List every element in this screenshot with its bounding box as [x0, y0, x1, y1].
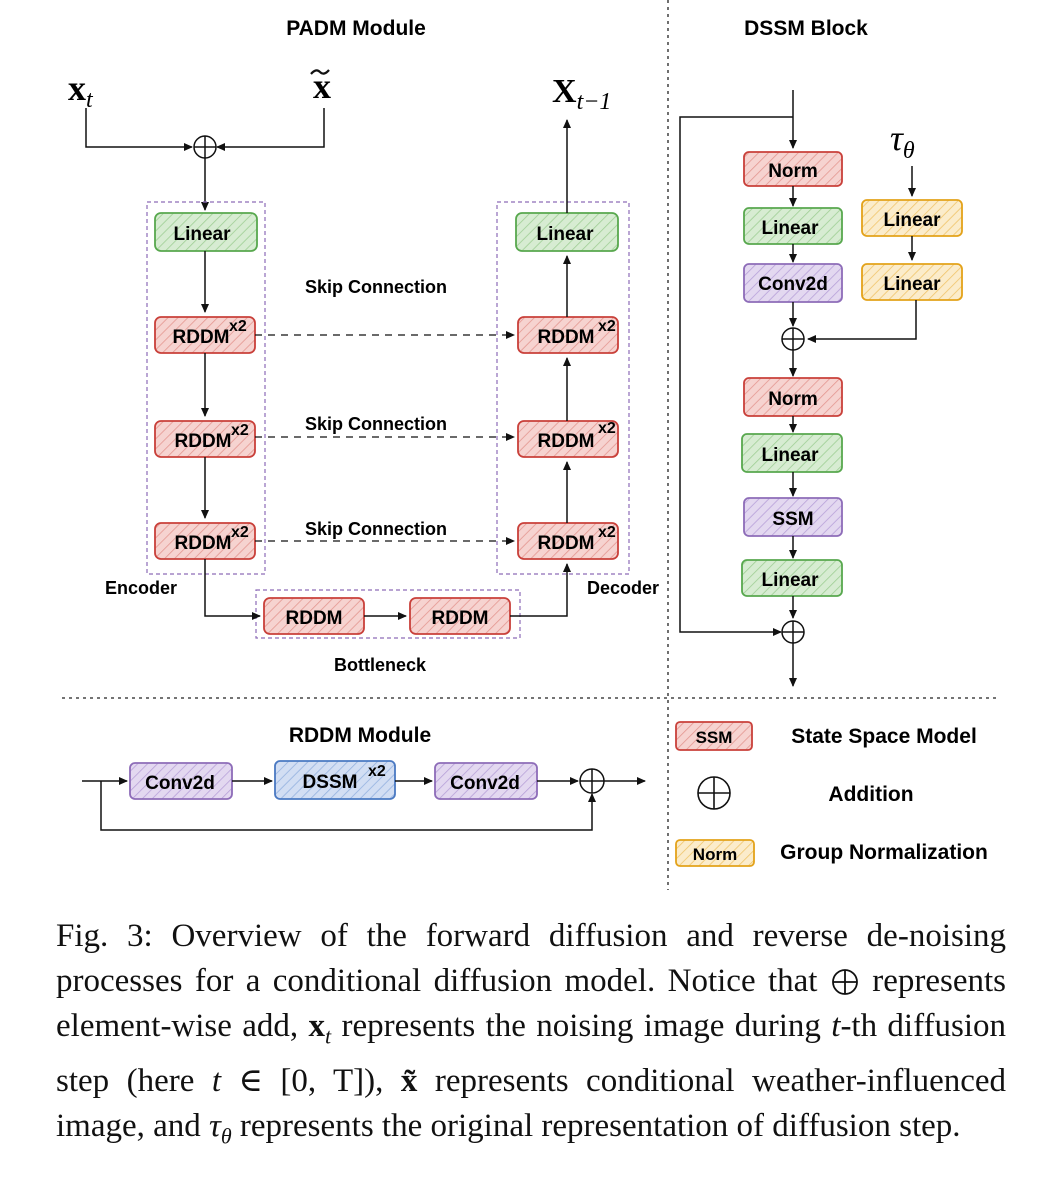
legend-ssm-swatch: SSM	[675, 721, 753, 751]
tau-label: τθ	[890, 118, 915, 164]
rddm-residual-path	[100, 781, 596, 831]
caption-tau: τθ	[209, 1107, 232, 1149]
caption-part-1: Fig. 3: Overview of the forward diffusio…	[56, 918, 1006, 999]
figure-diagram: PADM Module xt x Xt−1 Linear RDDM x2 RDD…	[62, 0, 1000, 890]
svg-text:RDDM: RDDM	[286, 608, 343, 629]
bottleneck-rddm-block-1: RDDM	[263, 597, 365, 635]
caption-xt: xt	[308, 1008, 332, 1049]
input-xtilde: x	[313, 66, 331, 106]
caption-addition-icon	[831, 969, 858, 995]
dssm-addition-icon-1	[781, 327, 805, 351]
encoder-rddm-block-1: RDDM x2	[154, 316, 256, 354]
svg-text:RDDM: RDDM	[173, 327, 230, 348]
rddm-dssm-block: DSSM x2	[274, 760, 396, 800]
caption-part-4: -th diffusion step (here	[56, 1008, 1006, 1099]
dssm-norm-block-1: Norm	[743, 151, 843, 187]
dssm-addition-icon-2	[781, 620, 805, 644]
encoder-container	[146, 201, 266, 575]
legend-addition-label: Addition	[828, 783, 913, 806]
svg-text:Linear: Linear	[761, 445, 819, 466]
svg-text:Conv2d: Conv2d	[758, 274, 828, 295]
bottleneck-rddm-block-2: RDDM	[409, 597, 511, 635]
decoder-container	[496, 201, 630, 575]
dssm-tau-linear-block-1: Linear	[861, 199, 963, 237]
svg-text:Linear: Linear	[883, 274, 941, 295]
decoder-label: Decoder	[587, 578, 659, 598]
caption-range: ∈ [0, T]),	[238, 1062, 384, 1099]
legend-addition-icon	[697, 776, 731, 810]
svg-text:Norm: Norm	[768, 161, 818, 182]
output-x: Xt−1	[552, 73, 611, 115]
caption-part-3: represents the noising image during	[341, 1008, 821, 1044]
skip-label-1: Skip Connection	[305, 277, 447, 297]
skip-label-3: Skip Connection	[305, 519, 447, 539]
dssm-linear-block-3: Linear	[741, 559, 843, 597]
svg-text:SSM: SSM	[696, 728, 733, 747]
dssm-conv2d-block: Conv2d	[743, 263, 843, 303]
svg-text:x2: x2	[368, 763, 386, 780]
decoder-linear-block: Linear	[515, 212, 619, 252]
rddm-module-title: RDDM Module	[289, 724, 431, 747]
padm-title: PADM Module	[286, 17, 426, 40]
bottleneck-container	[255, 589, 521, 639]
skip-label-2: Skip Connection	[305, 414, 447, 434]
svg-text:x2: x2	[598, 420, 616, 437]
svg-text:Linear: Linear	[173, 224, 231, 245]
decoder-rddm-block-3: RDDM x2	[517, 522, 619, 560]
tilde-mark	[310, 69, 330, 75]
dssm-norm-block-2: Norm	[743, 377, 843, 417]
dssm-ssm-block: SSM	[743, 497, 843, 537]
dssm-tau-linear-block-2: Linear	[861, 263, 963, 301]
legend-norm-swatch: Norm	[675, 839, 755, 867]
caption-t2: t	[211, 1062, 222, 1099]
encoder-label: Encoder	[105, 578, 177, 598]
svg-text:Conv2d: Conv2d	[450, 773, 520, 794]
svg-text:Linear: Linear	[761, 218, 819, 239]
legend-norm-label: Group Normalization	[780, 841, 988, 864]
decoder-rddm-block-1: RDDM x2	[517, 316, 619, 354]
svg-text:Linear: Linear	[761, 570, 819, 591]
svg-text:Norm: Norm	[768, 389, 818, 410]
legend-ssm-label: State Space Model	[791, 725, 977, 748]
caption-xtilde: x̃	[400, 1062, 418, 1099]
svg-text:Conv2d: Conv2d	[145, 773, 215, 794]
svg-text:SSM: SSM	[772, 509, 813, 530]
caption-part-5: represents conditional weather-influence…	[56, 1062, 1007, 1144]
rddm-conv2d-block-1: Conv2d	[129, 762, 233, 800]
dssm-linear-block-1: Linear	[743, 207, 843, 245]
encoder-rddm-block-3: RDDM x2	[154, 522, 256, 560]
svg-text:x2: x2	[598, 318, 616, 335]
svg-text:Linear: Linear	[883, 210, 941, 231]
svg-text:Norm: Norm	[693, 845, 737, 864]
caption-part-6: represents the original representation o…	[239, 1107, 961, 1144]
encoder-rddm-block-2: RDDM x2	[154, 420, 256, 458]
input-xt: xt	[68, 68, 94, 113]
svg-text:RDDM: RDDM	[538, 431, 595, 452]
caption-part-2: represents element-wise add,	[56, 963, 1007, 1044]
svg-text:x2: x2	[598, 524, 616, 541]
svg-text:x2: x2	[229, 318, 247, 335]
svg-text:x2: x2	[231, 422, 249, 439]
rddm-conv2d-block-2: Conv2d	[434, 762, 538, 800]
dssm-title: DSSM Block	[744, 17, 868, 40]
bottleneck-label: Bottleneck	[334, 655, 427, 675]
svg-text:x2: x2	[231, 524, 249, 541]
padm-addition-icon	[193, 135, 217, 159]
dssm-residual-path	[679, 116, 793, 636]
svg-text:RDDM: RDDM	[175, 431, 232, 452]
svg-text:RDDM: RDDM	[538, 327, 595, 348]
encoder-linear-block: Linear	[154, 212, 258, 252]
svg-text:Linear: Linear	[536, 224, 594, 245]
caption-t: t	[831, 1008, 841, 1044]
svg-text:RDDM: RDDM	[538, 533, 595, 554]
decoder-rddm-block-2: RDDM x2	[517, 420, 619, 458]
rddm-addition-icon	[579, 768, 605, 794]
svg-text:DSSM: DSSM	[303, 772, 358, 793]
svg-text:RDDM: RDDM	[432, 608, 489, 629]
dssm-linear-block-2: Linear	[741, 433, 843, 473]
svg-text:RDDM: RDDM	[175, 533, 232, 554]
figure-caption: Fig. 3: Overview of the forward diffusio…	[56, 914, 1006, 1158]
